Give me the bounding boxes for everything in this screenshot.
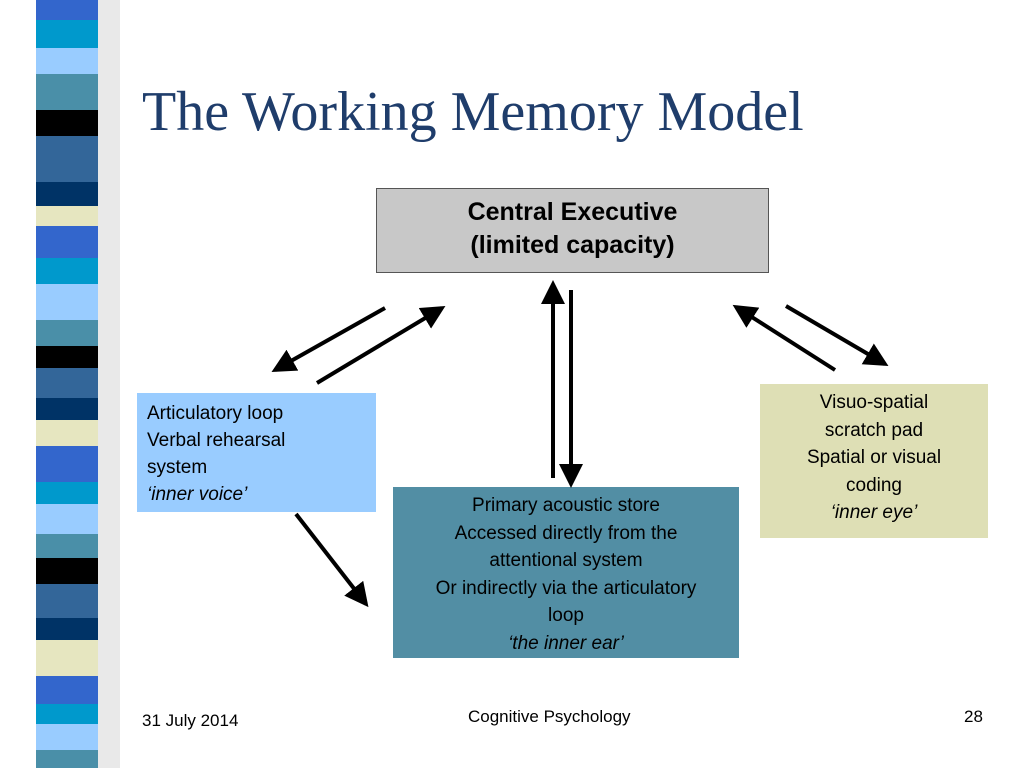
visuo-spatial-line-3: Spatial or visual xyxy=(806,447,942,468)
arrow-articulatory-to-ce xyxy=(315,305,446,385)
acoustic-store-line-3: attentional system xyxy=(489,550,643,571)
arrow-articulatory-to-acoustic xyxy=(294,512,369,608)
central-executive-sublabel: (limited capacity) xyxy=(470,231,675,259)
acoustic-store-line-6: ‘the inner ear’ xyxy=(508,632,624,654)
visuo-spatial-line-2: scratch pad xyxy=(824,419,924,441)
arrow-ce-to-visuo xyxy=(784,304,889,367)
decorative-stripe-bar xyxy=(0,0,120,768)
articulatory-loop-line-4: ‘inner voice’ xyxy=(147,484,248,505)
slide-title: The Working Memory Model xyxy=(142,81,804,143)
acoustic-store-line-1: Primary acoustic store xyxy=(472,495,660,516)
footer-page-number: 28 xyxy=(964,707,983,726)
visuo-spatial-line-1: Visuo-spatial xyxy=(819,392,929,413)
articulatory-loop-box: Articulatory loop Verbal rehearsal syste… xyxy=(137,393,376,512)
articulatory-loop-line-3: system xyxy=(147,457,208,478)
central-executive-label: Central Executive xyxy=(467,198,678,226)
visuo-spatial-box: Visuo-spatial scratch pad Spatial or vis… xyxy=(760,384,988,538)
visuo-spatial-line-4: coding xyxy=(846,474,902,496)
acoustic-store-line-2: Accessed directly from the xyxy=(454,522,678,544)
articulatory-loop-line-1: Articulatory loop xyxy=(147,403,284,424)
arrow-visuo-to-ce xyxy=(732,304,837,372)
footer-course: Cognitive Psychology xyxy=(468,707,631,726)
acoustic-store-line-4: Or indirectly via the articulatory xyxy=(435,577,697,599)
arrow-ce-to-articulatory xyxy=(271,306,386,372)
acoustic-store-line-5: loop xyxy=(548,605,584,626)
articulatory-loop-line-2: Verbal rehearsal xyxy=(147,430,286,451)
primary-acoustic-store-box: Primary acoustic store Accessed directly… xyxy=(393,487,739,658)
visuo-spatial-line-5: ‘inner eye’ xyxy=(830,502,918,523)
footer-date: 31 July 2014 xyxy=(142,711,239,730)
central-executive-box: Central Executive (limited capacity) xyxy=(376,188,769,273)
